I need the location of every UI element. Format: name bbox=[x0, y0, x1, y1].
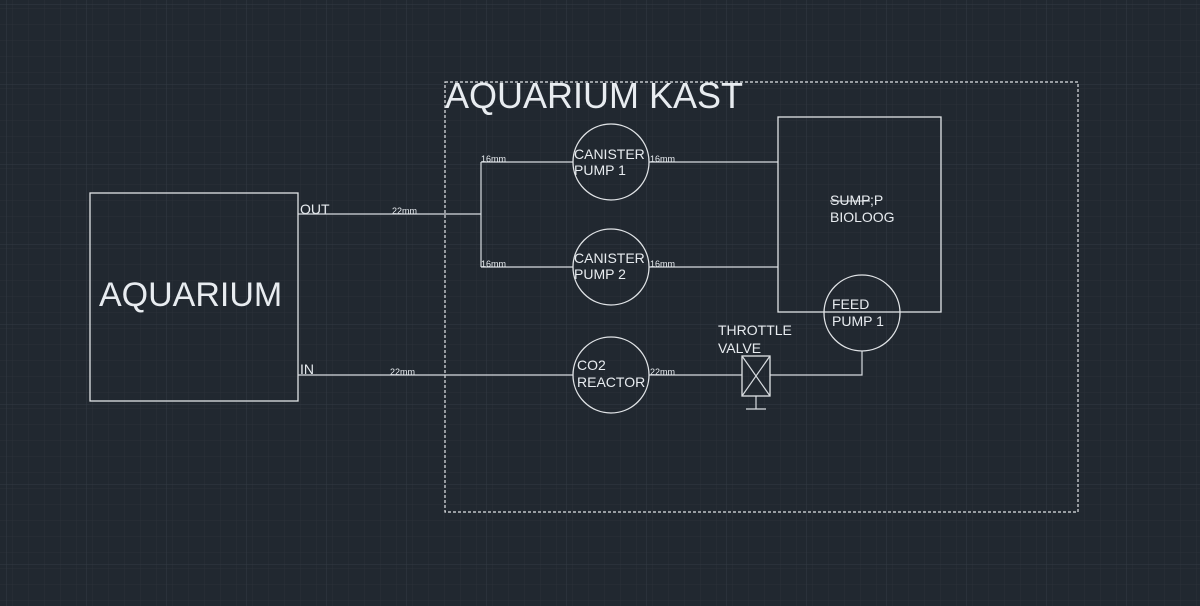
reactor-outlet-size: 22mm bbox=[650, 367, 675, 377]
sump-label-line2: BIOLOOG bbox=[830, 209, 895, 225]
canister-pump-1-line1: CANISTER bbox=[574, 146, 645, 162]
canister-pump-1-line2: PUMP 1 bbox=[574, 162, 626, 178]
throttle-valve-stem bbox=[746, 396, 766, 410]
feed-pump-line2: PUMP 1 bbox=[832, 313, 884, 329]
canister-pump-2-line1: CANISTER bbox=[574, 250, 645, 266]
feed-pump-line1: FEED bbox=[832, 296, 869, 312]
canister-pump-2-line2: PUMP 2 bbox=[574, 266, 626, 282]
aquarium-box bbox=[89, 192, 299, 402]
enclosure-frame bbox=[444, 81, 1079, 513]
pump1-inlet-size: 16mm bbox=[481, 154, 506, 164]
co2-reactor-line1: CO2 bbox=[577, 357, 606, 373]
in-port-label: IN bbox=[300, 361, 314, 377]
sump-box bbox=[777, 116, 942, 313]
out-port-label: OUT bbox=[300, 201, 330, 217]
sump-label-struck: SUMP bbox=[830, 192, 870, 208]
sump-label-fragment: ;P bbox=[870, 192, 883, 208]
pump1-outlet-size: 16mm bbox=[650, 154, 675, 164]
aquarium-label: AQUARIUM bbox=[99, 276, 282, 314]
pump2-outlet-size: 16mm bbox=[650, 259, 675, 269]
feed-pump-return-pipe bbox=[770, 351, 863, 376]
co2-reactor-line2: REACTOR bbox=[577, 374, 645, 390]
throttle-valve-line2: VALVE bbox=[718, 340, 761, 356]
out-pipe-size: 22mm bbox=[392, 206, 417, 216]
enclosure-title: AQUARIUM KAST bbox=[445, 75, 743, 116]
throttle-valve-line1: THROTTLE bbox=[718, 322, 792, 338]
in-pipe-size: 22mm bbox=[390, 367, 415, 377]
pump2-inlet-size: 16mm bbox=[481, 259, 506, 269]
throttle-valve-cross bbox=[741, 355, 771, 397]
